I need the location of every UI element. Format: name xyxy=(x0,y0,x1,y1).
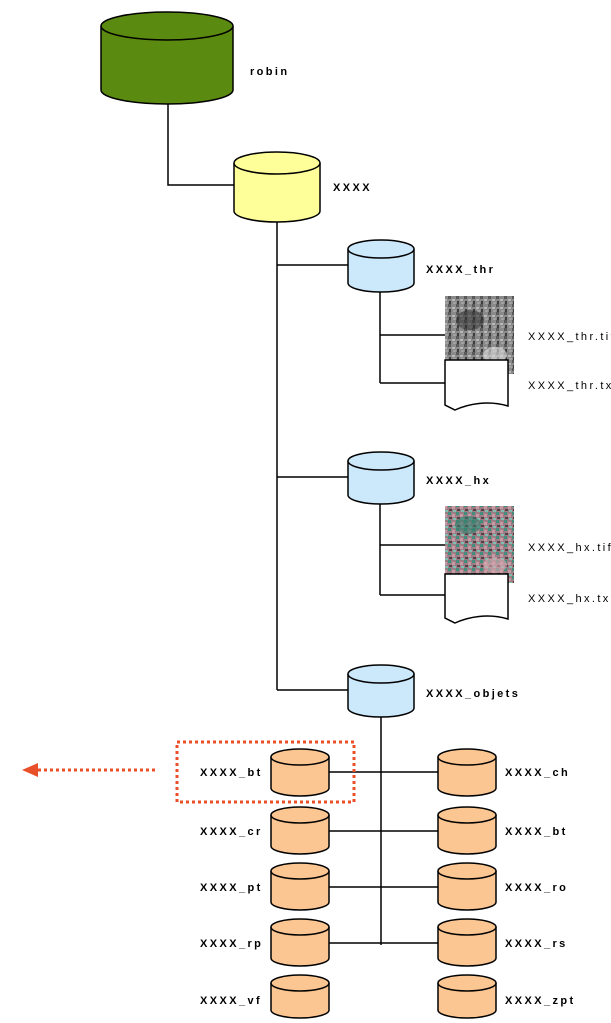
connector-lines xyxy=(167,100,445,945)
connector-thr-files xyxy=(379,285,445,384)
thr-txt-label: XXXX_thr.txt xyxy=(528,380,611,392)
objets-label: XXXX_objets xyxy=(426,688,520,700)
layer-database-icon-left-2 xyxy=(270,862,330,911)
hx-image-thumbnail xyxy=(445,506,514,583)
thr-tif-label: XXXX_thr.tif xyxy=(528,331,611,343)
layer-database-icon-left-0 xyxy=(270,748,330,797)
thr-database-icon xyxy=(347,239,415,293)
layer-label-left-2: XXXX_pt xyxy=(200,882,263,894)
objets-database-icon xyxy=(347,664,415,718)
layer-label-right-2: XXXX_ro xyxy=(505,882,568,894)
hx-tif-label: XXXX_hx.tif xyxy=(528,542,611,554)
layer-label-right-3: XXXX_rs xyxy=(505,938,568,950)
layer-label-left-3: XXXX_rp xyxy=(200,938,263,950)
layer-database-icon-left-1 xyxy=(270,806,330,855)
connector-layer-rows xyxy=(329,771,438,944)
layer-database-icon-right-0 xyxy=(437,748,497,797)
layer-database-icon-right-4 xyxy=(437,974,497,1019)
layer-label-left-0: XXXX_bt xyxy=(200,767,263,779)
root-label: robin xyxy=(250,66,290,78)
hx-label: XXXX_hx xyxy=(426,475,491,487)
layer-label-right-0: XXXX_ch xyxy=(505,767,570,779)
layer-label-right-1: XXXX_bt xyxy=(505,826,568,838)
connector-project-children xyxy=(276,215,348,691)
left-arrow-icon xyxy=(22,763,155,777)
connector-root-project xyxy=(167,100,234,186)
layer-label-left-4: XXXX_vf xyxy=(200,995,262,1007)
hx-database-icon xyxy=(347,451,415,505)
thr-text-file-icon xyxy=(444,359,509,411)
connector-hx-files xyxy=(379,500,445,596)
project-database-icon xyxy=(233,151,321,223)
root-database-icon xyxy=(100,11,234,105)
highlight-box xyxy=(175,740,356,804)
layer-database-icon-left-4 xyxy=(270,974,330,1019)
layer-database-icon-left-3 xyxy=(270,918,330,967)
layer-database-icon-right-1 xyxy=(437,806,497,855)
hx-txt-label: XXXX_hx.txt xyxy=(528,593,611,605)
layer-label-left-1: XXXX_cr xyxy=(200,826,263,838)
layer-label-right-4: XXXX_zpt xyxy=(505,995,576,1007)
project-label: XXXX xyxy=(333,182,372,194)
hx-text-file-icon xyxy=(444,573,509,624)
layer-database-icon-right-3 xyxy=(437,918,497,967)
thr-label: XXXX_thr xyxy=(426,264,495,276)
layer-database-icon-right-2 xyxy=(437,862,497,911)
